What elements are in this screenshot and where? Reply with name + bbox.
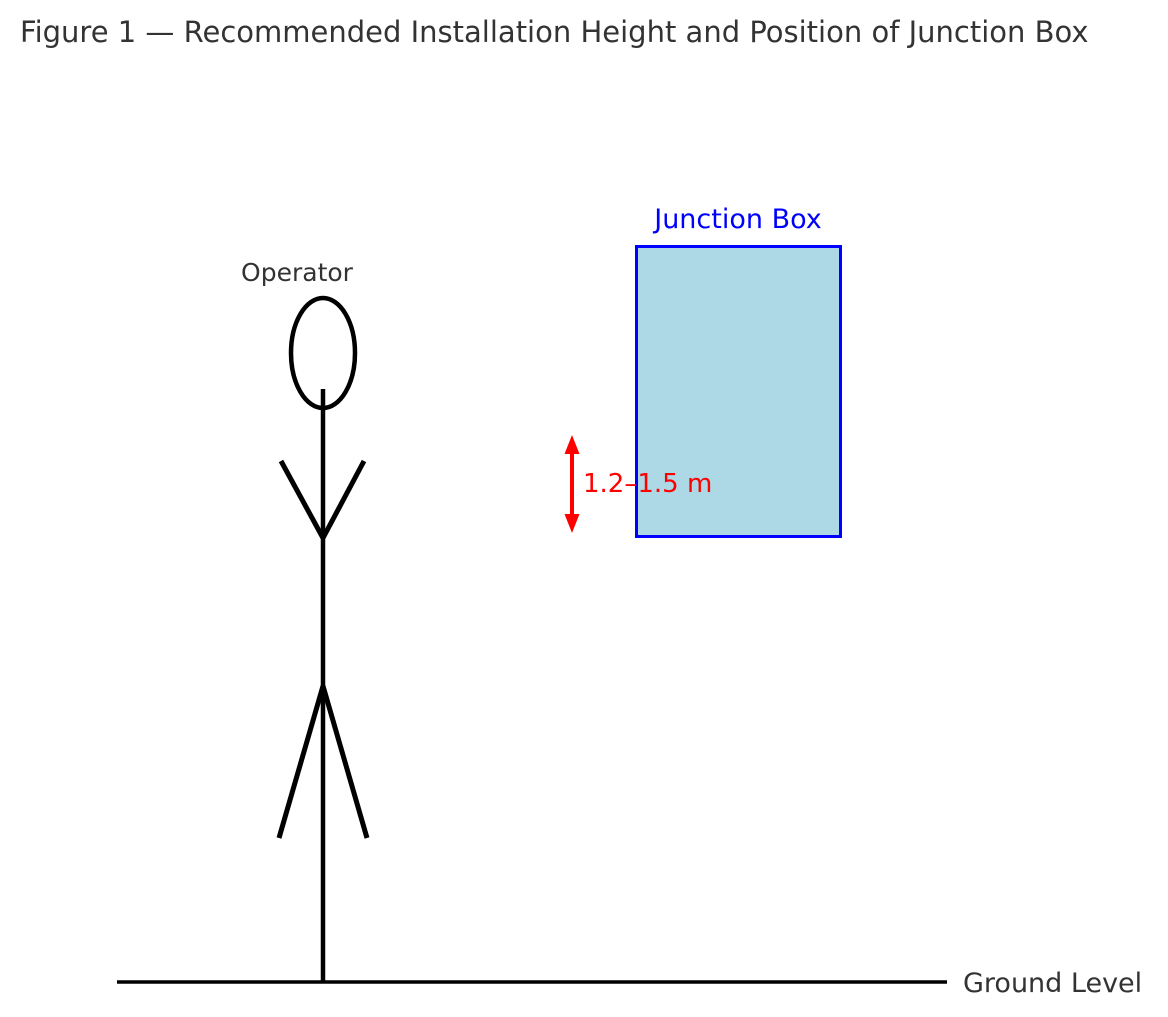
ground-group: Ground Level	[117, 968, 1142, 999]
height-dimension-label: 1.2–1.5 m	[583, 469, 712, 499]
operator-label: Operator	[241, 258, 354, 287]
dimension-arrow-head-down	[564, 514, 580, 533]
junction-box	[635, 245, 842, 538]
junction-box-label: Junction Box	[652, 204, 822, 235]
operator-figure: Operator	[241, 258, 370, 982]
operator-leg-left	[276, 685, 326, 839]
height-dimension-arrow: 1.2–1.5 m	[564, 435, 712, 533]
junction-box-group: Junction Box	[635, 204, 842, 538]
ground-level-label: Ground Level	[963, 968, 1142, 999]
operator-arm-right	[320, 459, 367, 540]
operator-leg-right	[320, 685, 370, 839]
operator-arm-left	[278, 459, 326, 540]
dimension-arrow-head-up	[564, 435, 580, 454]
figure-title: Figure 1 — Recommended Installation Heig…	[20, 15, 1089, 49]
